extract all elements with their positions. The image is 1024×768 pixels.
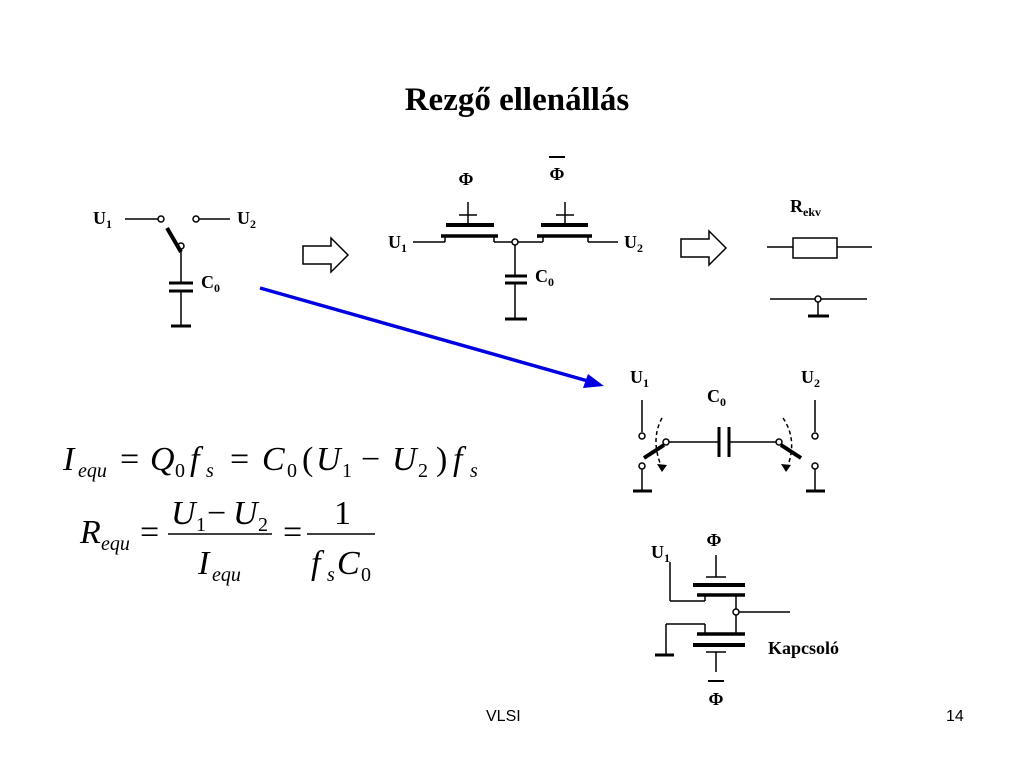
label-phi-bar: Φ [550,164,565,184]
blue-arrow-line [259,286,589,383]
blue-arrowhead-icon [583,374,604,388]
two-transistor-diagram [413,202,618,321]
node-dot [511,238,519,246]
label-r-ekv: Rekv [790,196,821,219]
dashed-arc [782,417,793,469]
svg-text:1: 1 [334,495,351,532]
node-dot [814,295,822,303]
label-u1: U1 [388,232,407,255]
left-switch-blade [642,443,666,460]
equation-current: I equ = Q 0 f s = C 0 ( U 1 − U 2 ) f s [62,441,478,482]
label-phi: Φ [459,169,474,189]
label-phi-bar: Φ [709,689,724,709]
terminal-u1 [157,215,165,223]
label-c0: C0 [201,272,220,295]
label-u1: U1 [630,367,649,390]
label-u2: U2 [624,232,643,255]
svg-text:U 1 − U: U 1 − U 2 [171,495,268,536]
equation-resistance: R equ = U 1 − U 2 I equ = 1 f s C 0 [79,495,375,586]
slide-title: Rezgő ellenállás [405,82,630,118]
svg-text:f s C 0: f s C 0 [311,545,371,586]
label-kapcsolo: Kapcsoló [768,638,839,658]
svg-text:R equ =: R equ = [79,514,159,555]
svg-text:I equ: I equ [197,545,241,586]
arrowhead-icon [781,464,791,472]
transmission-gate [655,555,790,672]
footer-course-name: VLSI [486,708,521,725]
svg-text:I equ = Q: I equ = Q 0 f s = C 0 ( U 1 − U 2 ) f s [62,441,478,482]
resistor-icon [792,237,838,259]
label-u2: U2 [237,208,256,231]
hollow-arrow-right-icon [680,229,728,267]
footer-page-number: 14 [946,708,964,725]
label-u1: U1 [93,208,112,231]
dashed-arc [655,417,663,469]
label-c0: C0 [535,266,554,289]
terminal-u2 [192,215,200,223]
switched-capacitor-diagram [633,400,825,493]
svg-text:=: = [283,514,302,551]
label-u1: U1 [651,542,670,565]
label-phi: Φ [707,530,722,550]
hollow-arrow-right-icon [302,236,350,274]
label-u2: U2 [801,367,820,390]
arrowhead-icon [657,464,667,472]
label-c0: C0 [707,386,726,409]
equivalent-resistor [767,237,872,318]
switch-capacitor-diagram [125,215,230,328]
